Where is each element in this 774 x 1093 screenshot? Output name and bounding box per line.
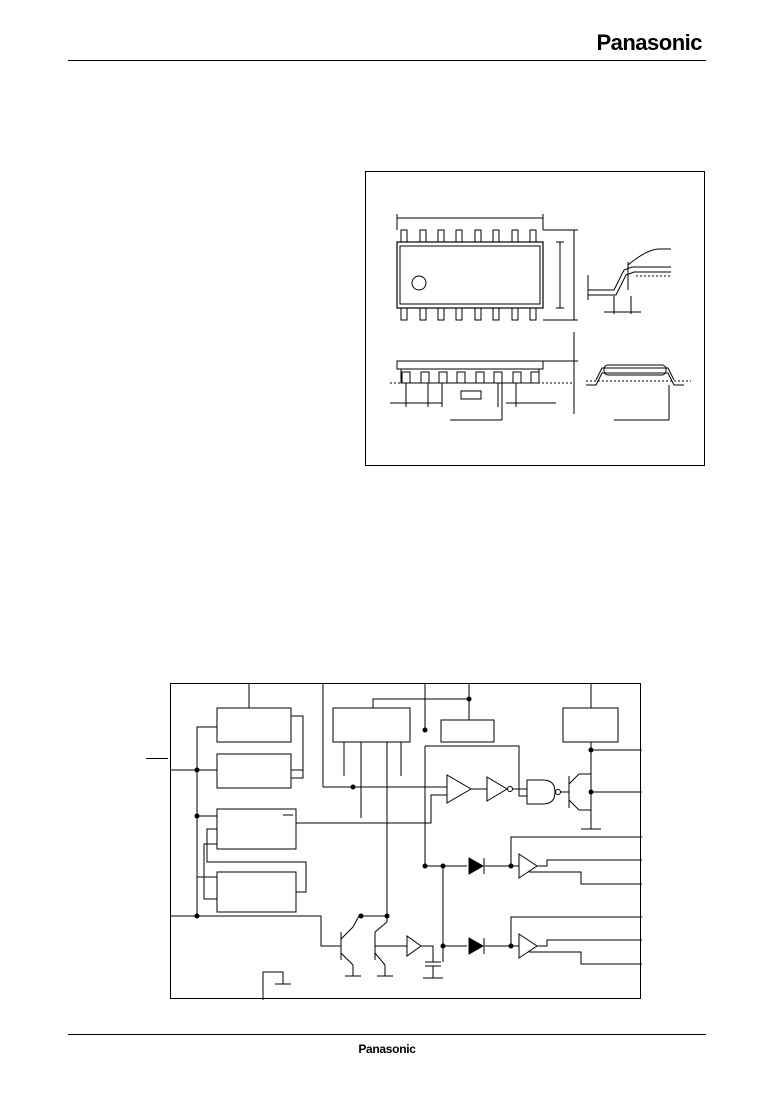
package-outline-figure: [365, 171, 705, 466]
brand-logo-footer: Panasonic: [358, 1042, 416, 1056]
package-outline-drawing: [390, 214, 691, 421]
block-diagram-drawing: [171, 684, 642, 1000]
block-diagram-figure: [170, 683, 642, 1000]
brand-logo-header: Panasonic: [596, 30, 702, 55]
header-rule: [68, 60, 706, 61]
external-pin-lead: [146, 758, 168, 759]
footer-rule: [68, 1034, 706, 1035]
